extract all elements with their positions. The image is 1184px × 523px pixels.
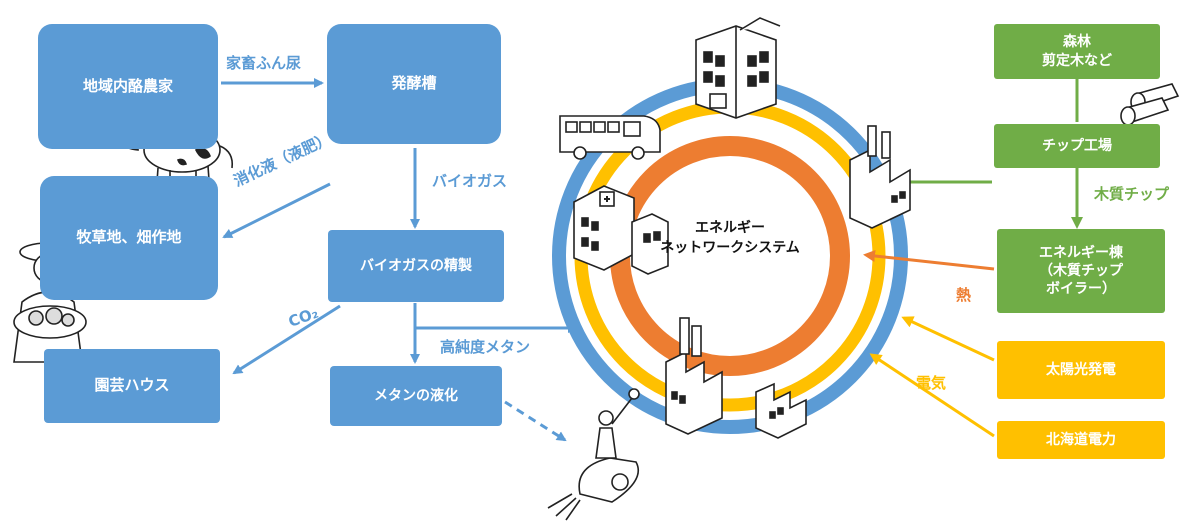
chip-factory-label: チップ工場 bbox=[1042, 137, 1112, 154]
methane-liquefy-label: メタンの液化 bbox=[374, 387, 458, 404]
arrow-methane-dashed bbox=[504, 400, 567, 442]
office-building-icon bbox=[695, 17, 781, 119]
greenhouse-label: 園芸ハウス bbox=[94, 376, 170, 395]
arrow-co2 bbox=[232, 304, 341, 375]
factory-icon bbox=[849, 125, 911, 229]
forest-label: 森林 剪定木など bbox=[1042, 34, 1112, 69]
factory-icon bbox=[665, 317, 807, 439]
pasture-box: 牧草地、畑作地 bbox=[40, 176, 218, 300]
greenhouse-box: 園芸ハウス bbox=[44, 349, 220, 423]
pasture-label: 牧草地、畑作地 bbox=[76, 228, 182, 247]
forest-box: 森林 剪定木など bbox=[994, 24, 1160, 79]
bus-icon bbox=[559, 115, 661, 160]
biogas-flow-arrows bbox=[221, 78, 578, 442]
solar-label: 太陽光発電 bbox=[1046, 361, 1116, 378]
biogas-refine-label: バイオガスの精製 bbox=[360, 257, 472, 274]
rocket-icon bbox=[547, 388, 640, 521]
hokkaido-power-box: 北海道電力 bbox=[997, 421, 1165, 459]
heat-label: 熱 bbox=[956, 286, 972, 304]
electricity-arrows bbox=[869, 316, 995, 438]
manure-label: 家畜ふん尿 bbox=[226, 54, 302, 72]
arrow-solar bbox=[901, 316, 995, 362]
wood-chips-label: 木質チップ bbox=[1094, 185, 1170, 203]
arrow-heat bbox=[863, 250, 995, 271]
fermenter-label: 発酵槽 bbox=[391, 74, 437, 93]
biogas-refine-box: バイオガスの精製 bbox=[328, 230, 504, 302]
hokkaido-power-label: 北海道電力 bbox=[1046, 431, 1116, 448]
hospital-icon bbox=[573, 185, 669, 275]
energy-building-box: エネルギー棟 （木質チップ ボイラー） bbox=[997, 229, 1165, 313]
arrow-hokkaido-power bbox=[869, 353, 995, 438]
chip-factory-box: チップ工場 bbox=[994, 124, 1160, 168]
high-purity-methane-label: 高純度メタン bbox=[440, 338, 531, 356]
fermenter-box: 発酵槽 bbox=[327, 24, 501, 144]
network-system-title: エネルギー ネットワークシステム bbox=[660, 220, 800, 257]
electricity-label: 電気 bbox=[916, 374, 947, 392]
arrow-digestate bbox=[222, 182, 331, 239]
dairy-farm-label: 地域内酪農家 bbox=[82, 76, 173, 95]
logs-icon bbox=[1120, 83, 1180, 126]
solar-box: 太陽光発電 bbox=[997, 341, 1165, 399]
energy-building-label: エネルギー棟 （木質チップ ボイラー） bbox=[1039, 244, 1123, 298]
dairy-farm-box: 地域内酪農家 bbox=[38, 24, 218, 149]
methane-liquefy-box: メタンの液化 bbox=[330, 366, 502, 426]
biogas-label: バイオガス bbox=[432, 172, 508, 190]
